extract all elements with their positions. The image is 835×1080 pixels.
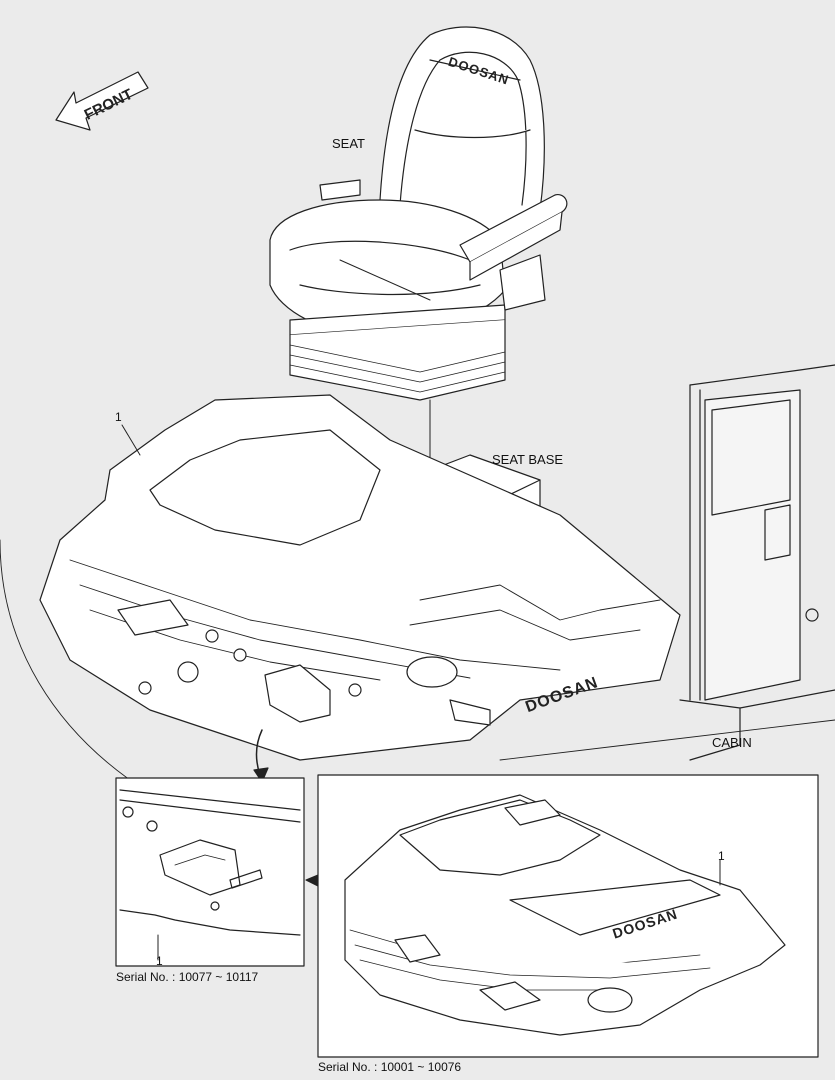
serial-left: Serial No. : 10077 ~ 10117 xyxy=(116,970,259,984)
main-mat-callout: 1 xyxy=(115,410,122,424)
seat-illustration: DOOSAN xyxy=(269,26,568,401)
inset-left-frame xyxy=(115,777,305,967)
floor-mat-main: DOOSAN xyxy=(39,394,681,761)
serial-right: Serial No. : 10001 ~ 10076 xyxy=(318,1060,462,1074)
main-callout-leader xyxy=(121,424,141,456)
right-inset-callout: 1 xyxy=(718,849,725,863)
seat-base-label: SEAT BASE xyxy=(492,452,564,467)
front-arrow: FRONT xyxy=(55,71,149,131)
left-inset-callout: 1 xyxy=(156,954,163,968)
cabin-frame xyxy=(0,364,835,781)
seat-label: SEAT xyxy=(332,136,365,151)
inset-pointer xyxy=(305,874,319,887)
cabin-label: CABIN xyxy=(712,735,752,750)
inset-left-detail xyxy=(119,789,301,961)
inset-right-detail: DOOSAN xyxy=(344,794,786,1036)
